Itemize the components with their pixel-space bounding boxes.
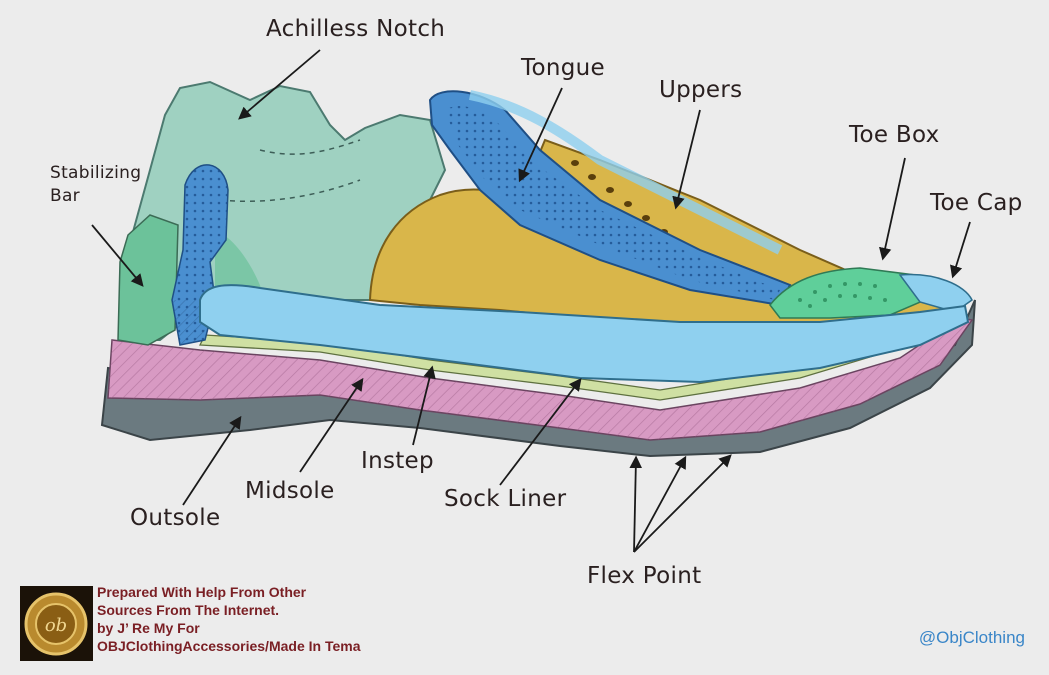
label-stabilizing-bar-line2: Bar xyxy=(50,186,80,206)
flex-point-arrow-3 xyxy=(633,454,732,553)
label-tongue: Tongue xyxy=(521,55,605,81)
stabilizing-bar-shape xyxy=(117,214,179,346)
sock-liner-shape xyxy=(199,284,970,384)
label-stabilizing-bar-line1: Stabilizing xyxy=(50,163,142,183)
svg-text:ob: ob xyxy=(45,615,67,636)
uppers-arrow xyxy=(672,109,701,210)
label-midsole: Midsole xyxy=(245,478,335,504)
label-toe-cap: Toe Cap xyxy=(930,190,1023,216)
outsole-hatching xyxy=(108,318,972,440)
collar-stitch xyxy=(219,179,361,203)
sock-liner-arrow xyxy=(499,377,582,486)
achilles-stitch xyxy=(259,139,361,155)
toe-box-perforations xyxy=(798,282,887,308)
toe-box-arrow xyxy=(879,157,906,261)
instep-arrow xyxy=(412,365,436,446)
label-uppers: Uppers xyxy=(659,77,743,103)
stabilizing-bar-arrow xyxy=(91,224,144,287)
credit-text: Prepared With Help From Other Sources Fr… xyxy=(97,583,360,655)
label-outsole: Outsole xyxy=(130,505,221,531)
flex-point-arrow-2 xyxy=(633,455,687,553)
credit-line-2: Sources From The Internet. xyxy=(97,602,280,618)
label-instep: Instep xyxy=(361,448,434,474)
label-achilles-notch: Achilless Notch xyxy=(266,16,446,42)
obj-clothing-logo: ob xyxy=(20,586,93,661)
label-flex-point: Flex Point xyxy=(587,563,702,589)
toe-cap-arrow xyxy=(950,221,971,279)
midsole-arrow xyxy=(299,377,364,473)
credit-line-3: by J’ Re My For xyxy=(97,620,200,636)
tongue-edge xyxy=(469,90,783,255)
stabilizing-inner xyxy=(215,230,265,300)
credit-line-1: Prepared With Help From Other xyxy=(97,584,307,600)
label-toe-box: Toe Box xyxy=(849,122,940,148)
credit-line-4: OBJClothingAccessories/Made In Tema xyxy=(97,638,361,654)
outsole-arrow xyxy=(182,415,242,506)
label-stabilizing-bar: Stabilizing Bar xyxy=(50,162,141,208)
label-sock-liner: Sock Liner xyxy=(444,486,567,512)
heel-tab-hatch xyxy=(172,300,205,345)
achilles-notch-arrow xyxy=(238,49,321,120)
social-handle: @ObjClothing xyxy=(918,628,1025,647)
flex-point-arrow-1 xyxy=(629,455,643,553)
tongue-arrow xyxy=(518,87,563,183)
